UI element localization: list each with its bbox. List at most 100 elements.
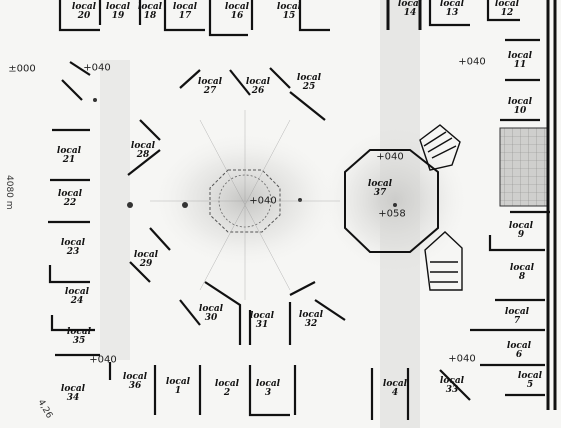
left-corridor-shading bbox=[100, 60, 130, 360]
unit-label-number: 18 bbox=[143, 11, 157, 21]
unit-label-word: local bbox=[508, 221, 534, 231]
unit-label-word: local bbox=[397, 0, 423, 9]
unit-label-number: 25 bbox=[302, 82, 316, 92]
unit-label-word: local bbox=[224, 2, 250, 12]
exterior-walls bbox=[386, 0, 557, 410]
unit-label-number: 10 bbox=[513, 106, 527, 116]
right-atrium-shading bbox=[320, 125, 470, 275]
unit-label-word: local bbox=[198, 304, 224, 314]
unit-label-number: 24 bbox=[70, 296, 84, 306]
unit-label-word: local bbox=[367, 179, 393, 189]
unit-label-number: 17 bbox=[178, 11, 192, 21]
unit-label-number: 14 bbox=[403, 8, 417, 18]
unit-label-number: 13 bbox=[445, 8, 459, 18]
unit-label-number: 8 bbox=[518, 272, 526, 282]
unit-label-number: 29 bbox=[139, 259, 153, 269]
unit-label-word: local bbox=[439, 376, 465, 386]
staircase-upper bbox=[419, 124, 461, 171]
unit-label-word: local bbox=[197, 77, 223, 87]
unit-label-word: local bbox=[298, 310, 324, 320]
unit-label-number: 15 bbox=[282, 11, 296, 21]
dimension-vertical: 4080 m bbox=[4, 175, 14, 210]
service-block bbox=[499, 127, 549, 207]
elevation-marker-1: +040 bbox=[83, 62, 111, 74]
unit-label-number: 5 bbox=[526, 380, 534, 390]
unit-label-word: local bbox=[105, 2, 131, 12]
unit-label-word: local bbox=[506, 341, 532, 351]
unit-label-number: 2 bbox=[223, 388, 231, 398]
unit-label-word: local bbox=[214, 379, 240, 389]
unit-label-word: local bbox=[249, 311, 275, 321]
unit-label-number: 6 bbox=[515, 350, 523, 360]
unit-label-number: 30 bbox=[204, 313, 218, 323]
right-octagon-hall bbox=[344, 149, 439, 253]
unit-label-number: 23 bbox=[66, 247, 80, 257]
unit-label-number: 7 bbox=[513, 316, 521, 326]
elevation-marker-4: +058 bbox=[378, 208, 406, 220]
elevation-marker-6: +040 bbox=[448, 353, 476, 365]
unit-label-number: 4 bbox=[391, 388, 399, 398]
unit-label-word: local bbox=[56, 146, 82, 156]
paving-lines bbox=[150, 110, 340, 300]
unit-label-number: 31 bbox=[255, 320, 269, 330]
unit-label-number: 21 bbox=[62, 155, 76, 165]
unit-label-number: 32 bbox=[304, 319, 318, 329]
unit-label-word: local bbox=[276, 2, 302, 12]
unit-label-number: 20 bbox=[77, 11, 91, 21]
unit-label-number: 12 bbox=[500, 8, 514, 18]
central-octagon bbox=[209, 169, 281, 233]
unit-label-word: local bbox=[57, 189, 83, 199]
unit-label-number: 16 bbox=[230, 11, 244, 21]
elevation-marker-7: +040 bbox=[458, 56, 486, 68]
unit-label-word: local bbox=[122, 372, 148, 382]
unit-label-number: 3 bbox=[264, 388, 272, 398]
unit-label-number: 26 bbox=[251, 86, 265, 96]
unit-label-number: 34 bbox=[66, 393, 80, 403]
unit-label-word: local bbox=[165, 377, 191, 387]
shop-partitions bbox=[48, 0, 550, 420]
unit-label-word: local bbox=[296, 73, 322, 83]
unit-label-word: local bbox=[60, 384, 86, 394]
unit-label-word: local bbox=[507, 51, 533, 61]
unit-label-word: local bbox=[382, 379, 408, 389]
unit-label-word: local bbox=[60, 238, 86, 248]
vertical-corridor-shading bbox=[380, 0, 420, 428]
unit-label-word: local bbox=[439, 0, 465, 9]
unit-label-number: 36 bbox=[128, 381, 142, 391]
unit-label-number: 27 bbox=[203, 86, 217, 96]
unit-label-word: local bbox=[507, 97, 533, 107]
unit-label-word: local bbox=[64, 287, 90, 297]
unit-label-number: 37 bbox=[373, 188, 387, 198]
unit-label-number: 19 bbox=[111, 11, 125, 21]
